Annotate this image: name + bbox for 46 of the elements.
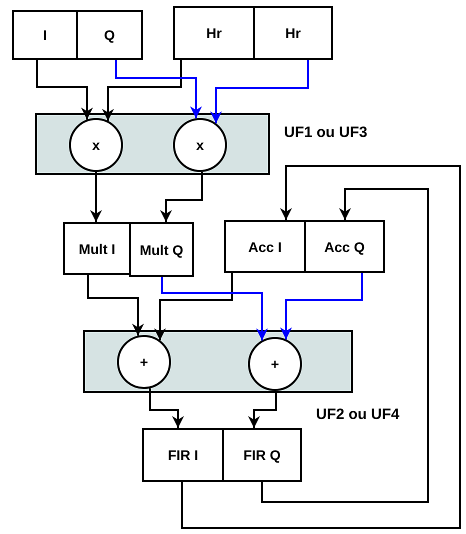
unit-label: UF2 ou UF4	[316, 406, 400, 423]
register-box	[129, 222, 194, 277]
arrow	[90, 172, 102, 222]
arrow	[160, 172, 203, 222]
arrow	[102, 60, 182, 121]
register-box	[63, 222, 131, 275]
register-label: FIR I	[168, 447, 198, 463]
arrow	[261, 188, 429, 503]
operator-circle	[173, 118, 227, 172]
register-box	[173, 6, 255, 60]
register-label: FIR Q	[243, 447, 281, 463]
register-label: Mult I	[78, 240, 116, 256]
operator-symbol: +	[140, 354, 148, 370]
register-label: Acc I	[248, 238, 282, 254]
register-label: Hr	[206, 25, 222, 41]
arrow	[161, 277, 268, 340]
operator-circle	[69, 118, 123, 172]
arrow	[210, 60, 309, 124]
arrow	[181, 165, 461, 529]
arrow	[248, 390, 277, 428]
arrow	[87, 275, 144, 336]
register-label: Mult Q	[140, 242, 184, 258]
unit-label: UF1 ou UF3	[284, 124, 368, 141]
register-label: Acc Q	[324, 238, 365, 254]
register-box	[304, 220, 385, 273]
register-box	[12, 10, 78, 60]
register-box	[76, 10, 143, 60]
arrow	[154, 273, 233, 340]
arrow	[280, 273, 363, 340]
operator-circle	[248, 337, 302, 391]
register-box	[222, 428, 302, 482]
register-box	[142, 428, 224, 482]
register-label: Hr	[285, 25, 301, 41]
operator-symbol: x	[92, 137, 100, 153]
unit-panel	[35, 113, 270, 175]
operator-symbol: x	[196, 137, 204, 153]
arrow	[115, 60, 202, 118]
register-box	[224, 220, 306, 273]
arrow	[149, 388, 184, 428]
register-label: Q	[104, 27, 115, 43]
operator-symbol: +	[270, 356, 280, 372]
register-label: I	[43, 27, 47, 43]
register-box	[253, 6, 333, 60]
unit-panel	[83, 330, 353, 393]
arrow	[36, 60, 93, 120]
operator-circle	[117, 335, 171, 389]
